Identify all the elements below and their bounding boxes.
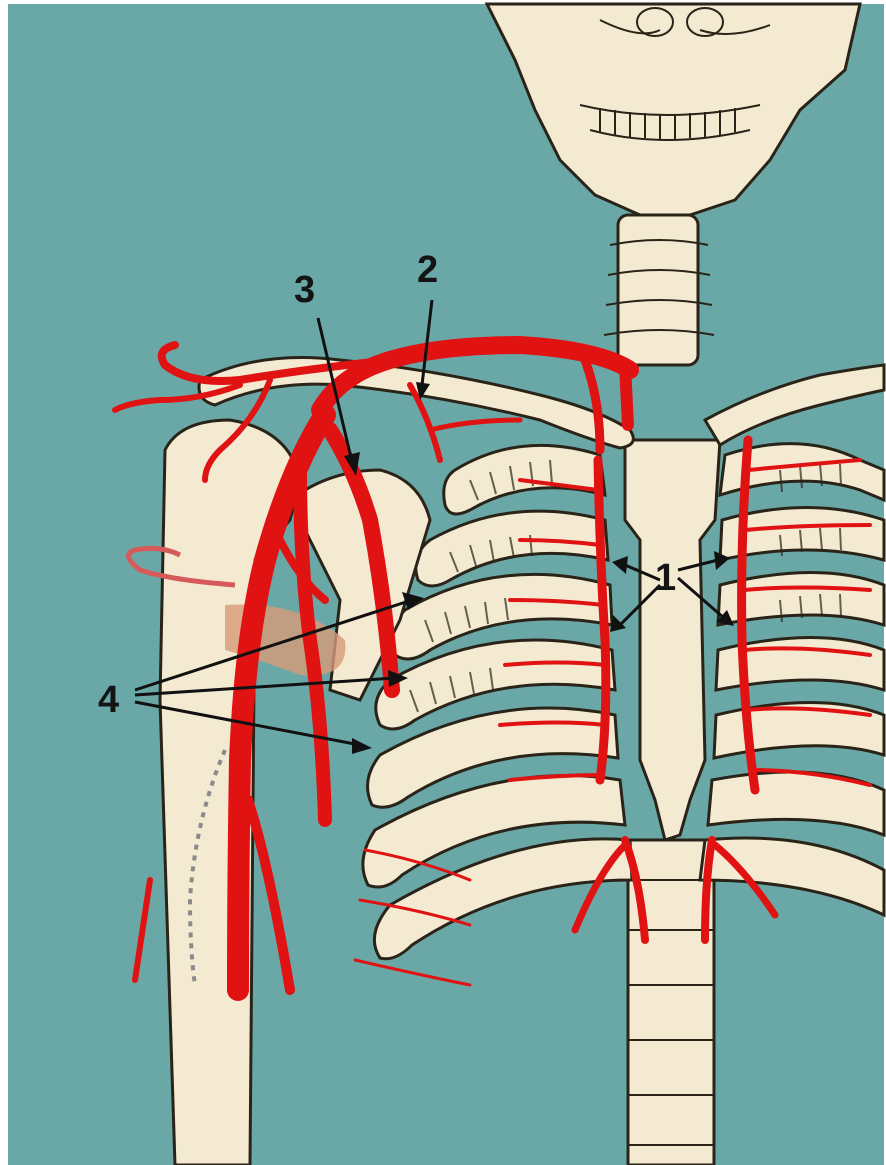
label-2: 2 — [417, 249, 438, 291]
label-4: 4 — [98, 679, 119, 721]
cervical-spine — [604, 215, 714, 365]
label-3: 3 — [294, 269, 315, 311]
label-1: 1 — [655, 557, 676, 599]
